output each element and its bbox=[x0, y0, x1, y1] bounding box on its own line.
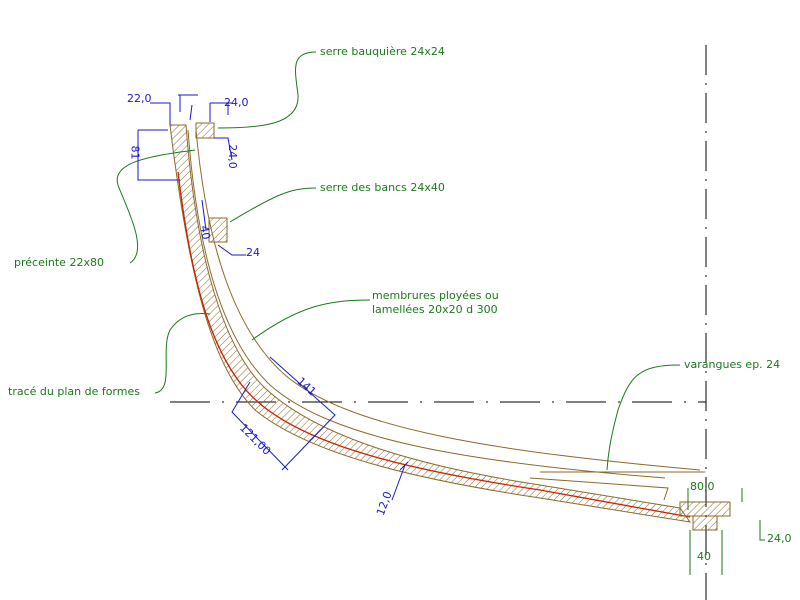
keel-section bbox=[692, 515, 718, 531]
leader-lines bbox=[116, 51, 765, 575]
frame-outer-line bbox=[187, 129, 666, 479]
dimension-lines bbox=[137, 94, 409, 501]
floor-timber bbox=[529, 471, 705, 501]
label-serre-bauquiere: serre bauquière 24x24 bbox=[320, 45, 445, 58]
dim-40-bancs: 40 bbox=[197, 224, 213, 241]
hull-form-line bbox=[177, 171, 691, 518]
dim-24-side: 24,0 bbox=[225, 144, 239, 169]
dim-24-bancs: 24 bbox=[246, 246, 260, 259]
dim-40-keel: 40 bbox=[697, 550, 711, 563]
label-trace-plan-formes: tracé du plan de formes bbox=[8, 385, 140, 398]
label-membrures-line1: membrures ployées ou bbox=[372, 289, 499, 302]
dim-81: 81 bbox=[128, 145, 142, 160]
dim-24-top: 24,0 bbox=[224, 96, 249, 109]
label-serre-bancs: serre des bancs 24x40 bbox=[320, 181, 445, 194]
label-preceinte: préceinte 22x80 bbox=[14, 256, 104, 269]
frame-inner-line bbox=[195, 129, 701, 471]
label-varangues: varangues ep. 24 bbox=[684, 358, 781, 371]
dim-80: 80,0 bbox=[690, 480, 715, 493]
label-membrures-line2: lamellées 20x20 d 300 bbox=[372, 303, 498, 316]
serre-bancs-section bbox=[208, 217, 228, 243]
serre-bauquiere-section bbox=[195, 122, 215, 139]
dim-22: 22,0 bbox=[127, 92, 152, 105]
dim-24-keel: 24,0 bbox=[767, 532, 792, 545]
